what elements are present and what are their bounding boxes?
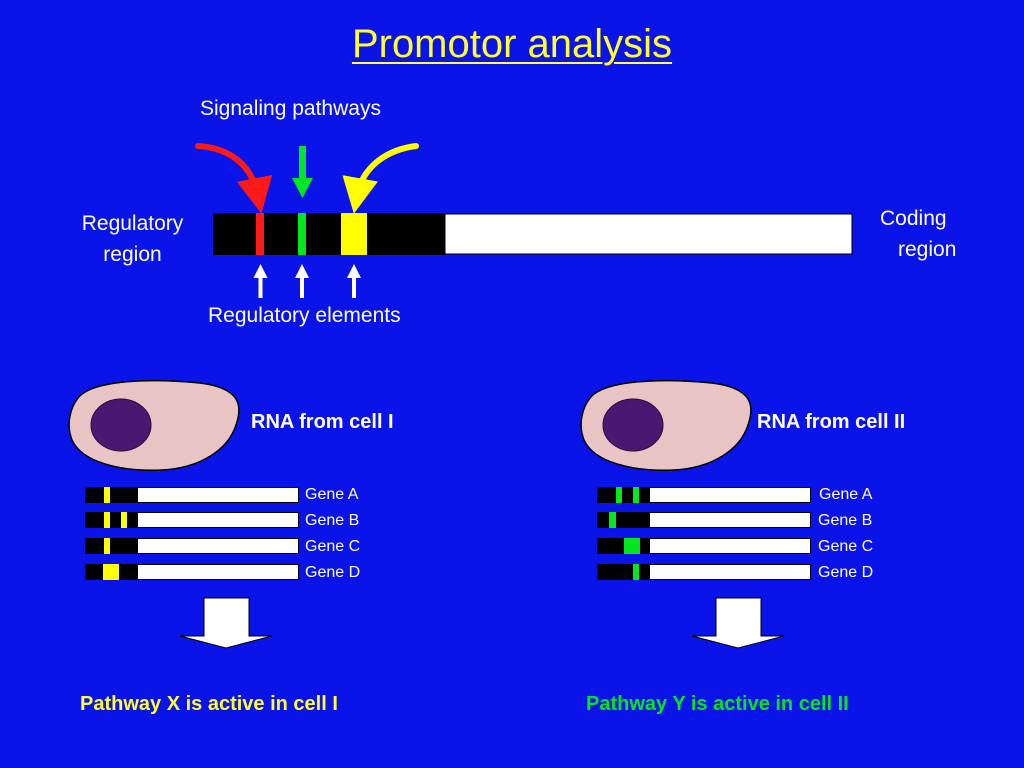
down-arrow-2-icon (691, 597, 785, 649)
cell-2-gene-c-label: Gene C (818, 538, 874, 555)
red-regulatory-element (256, 213, 264, 255)
down-arrow-1-icon (179, 597, 273, 649)
element-arrow-3-icon (347, 264, 361, 298)
cell-1-illustration (68, 379, 240, 471)
cell-1-label: RNA from cell I (251, 411, 394, 433)
cell-2-illustration (580, 379, 752, 471)
cell-2-gene-a-label: Gene A (819, 486, 873, 503)
coding-region-line2: region (898, 238, 957, 261)
green-signal-arrow-icon (292, 146, 313, 198)
cell-1-gene-c-label: Gene C (305, 538, 361, 555)
coding-region-line1: Coding (880, 207, 947, 230)
cell-1-gene-b-label: Gene B (305, 512, 360, 529)
yellow-signal-arrow-icon (342, 143, 419, 214)
signaling-pathways-label: Signaling pathways (200, 97, 381, 120)
cell-2-gene-b-label: Gene B (818, 512, 873, 529)
element-arrow-1-icon (253, 264, 268, 298)
green-regulatory-element (298, 213, 306, 255)
coding-region-bar (444, 213, 853, 255)
cell-1-conclusion: Pathway X is active in cell I (80, 693, 338, 715)
cell-2-gene-d-label: Gene D (818, 564, 874, 581)
element-arrow-2-icon (295, 264, 309, 298)
yellow-regulatory-element (341, 213, 367, 255)
regulatory-region-line1: Regulatory (81, 212, 184, 235)
page-title: Promotor analysis (351, 22, 673, 66)
regulatory-region-line2: region (103, 243, 162, 266)
red-signal-arrow-icon (195, 143, 273, 214)
promoter-bar (213, 213, 853, 255)
coding-region-label: Coding region (870, 203, 980, 265)
regulatory-region-label: Regulatory region (70, 208, 195, 270)
regulatory-elements-label: Regulatory elements (208, 304, 401, 327)
cell-2-label: RNA from cell II (757, 411, 906, 433)
cell-1-nucleus (90, 398, 152, 452)
cell-2-conclusion: Pathway Y is active in cell II (586, 693, 849, 715)
cell-2-nucleus (602, 398, 664, 452)
cell-1-gene-a-label: Gene A (305, 486, 359, 503)
regulatory-region-bar (213, 213, 445, 255)
cell-1-gene-d-label: Gene D (305, 564, 361, 581)
